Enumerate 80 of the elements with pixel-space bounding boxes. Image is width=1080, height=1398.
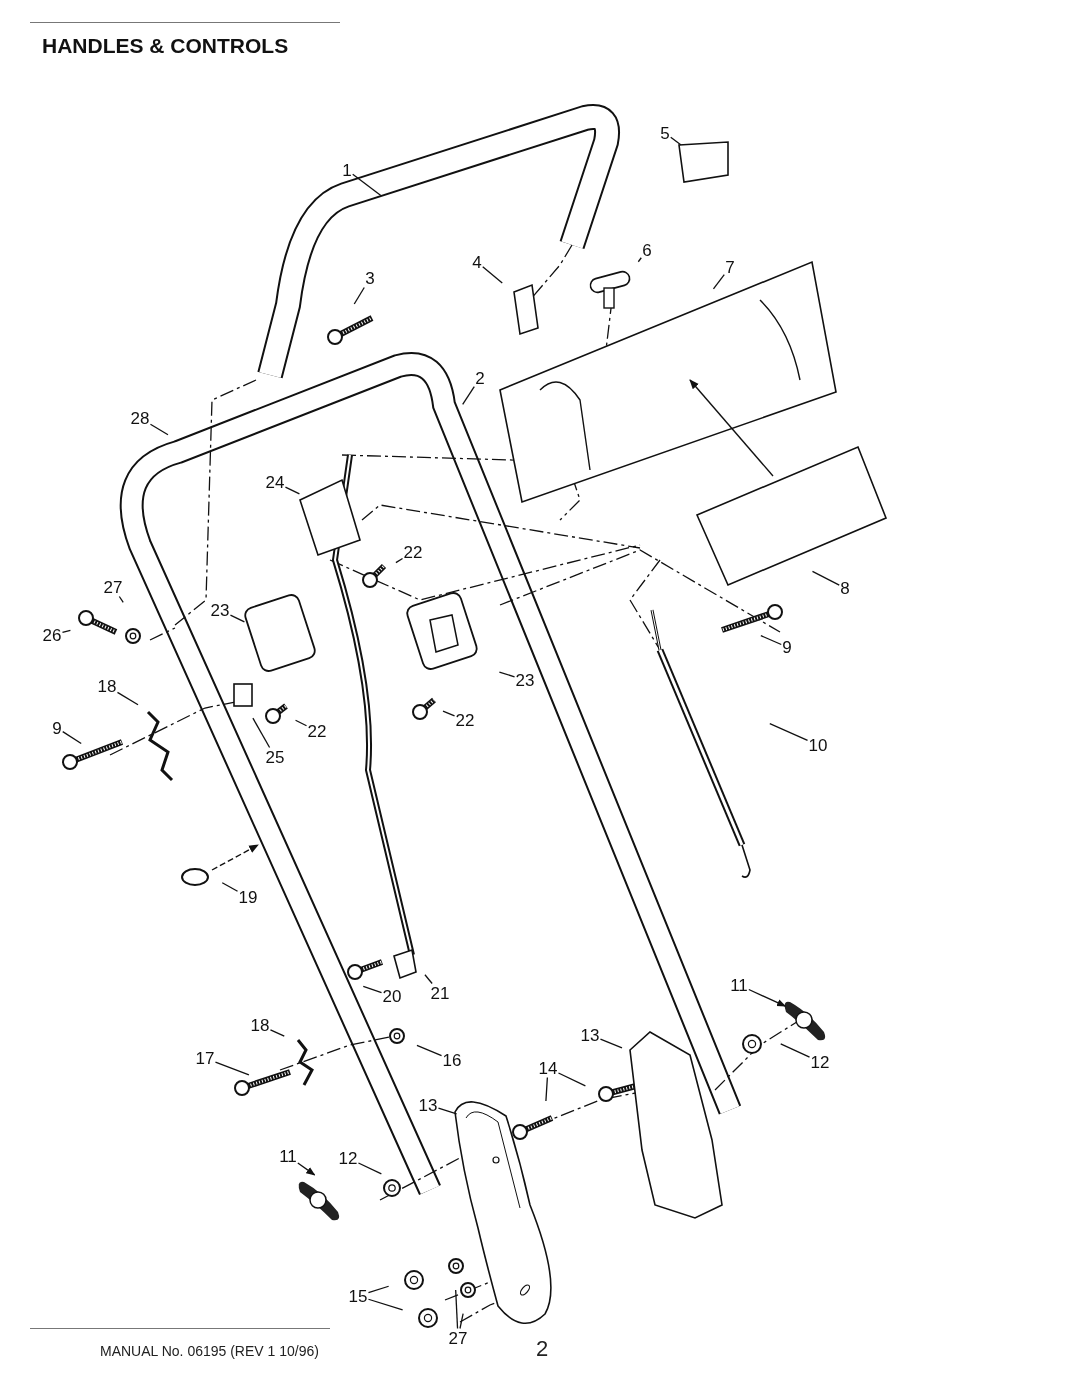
callout-number: 8 [839,578,851,598]
callout-number: 16 [441,1050,463,1070]
callout-number: 6 [641,240,653,260]
callout-number: 17 [194,1048,216,1068]
callout-number: 13 [579,1025,601,1045]
page-title: HANDLES & CONTROLS [42,34,289,58]
callout-number: 24 [264,472,286,492]
leader-line [118,595,124,603]
leader-line [424,974,433,985]
leader-line [116,691,139,706]
callout-number: 22 [454,710,476,730]
callout-number: 13 [417,1095,439,1115]
leader-line [482,266,503,284]
leader-line [416,1044,443,1057]
callout-number: 1 [341,160,353,180]
callout-number: 3 [364,268,376,288]
leader-line [545,1076,549,1102]
leader-line [769,723,809,741]
leader-line [462,386,475,405]
callout-number: 28 [129,408,151,428]
callout-number: 12 [809,1052,831,1072]
callout-number: 23 [209,600,231,620]
manual-number: MANUAL No. 06195 (REV 1 10/96) [100,1343,319,1359]
leader-line [760,634,782,646]
leader-line [498,671,516,678]
callout-number: 18 [249,1015,271,1035]
callout-number: 7 [724,257,736,277]
callout-number: 10 [807,735,829,755]
callout-number: 21 [429,983,451,1003]
leader-line [62,731,82,745]
callout-number: 15 [347,1286,369,1306]
callout-number: 23 [514,670,536,690]
leader-line [637,257,642,263]
callout-number: 25 [264,747,286,767]
leader-line [352,173,382,197]
callout-number: 22 [306,721,328,741]
leader-line [455,1289,459,1330]
callout-number: 20 [381,986,403,1006]
callout-number: 9 [51,718,63,738]
leader-line [780,1043,811,1058]
callout-number: 2 [474,368,486,388]
leader-line [748,988,787,1007]
leader-line [437,1107,458,1115]
leader-line [297,1162,316,1176]
leader-line [459,1313,464,1330]
callout-number: 27 [447,1328,469,1348]
leader-line [442,710,456,717]
leader-line [353,286,365,305]
callout-number: 11 [729,975,749,995]
leader-line [294,719,308,727]
callout-number: 26 [41,625,63,645]
leader-line [269,1029,285,1037]
leader-line [61,629,72,634]
leader-line [367,1298,404,1311]
callout-number: 22 [402,542,424,562]
leader-line [229,614,246,623]
leader-line [712,273,725,290]
leader-line [557,1072,587,1087]
callout-number: 14 [537,1058,559,1078]
leader-line [670,136,682,146]
leader-line [214,1061,250,1076]
callout-number: 4 [471,252,483,272]
leader-line [357,1162,382,1175]
leader-line [367,1285,390,1294]
callout-number: 27 [102,577,124,597]
callout-number: 11 [278,1146,298,1166]
leader-line [149,423,169,436]
leader-line [811,570,840,586]
leader-line [395,557,404,564]
leader-line [252,717,271,749]
callout-number: 5 [659,123,671,143]
callout-number: 19 [237,887,259,907]
leader-line [284,486,301,495]
callout-number: 12 [337,1148,359,1168]
leader-line [221,882,239,892]
page-number: 2 [536,1336,549,1362]
callout-number: 9 [781,637,793,657]
leader-line [599,1038,623,1049]
callout-number: 18 [96,676,118,696]
leader-line [362,985,383,994]
